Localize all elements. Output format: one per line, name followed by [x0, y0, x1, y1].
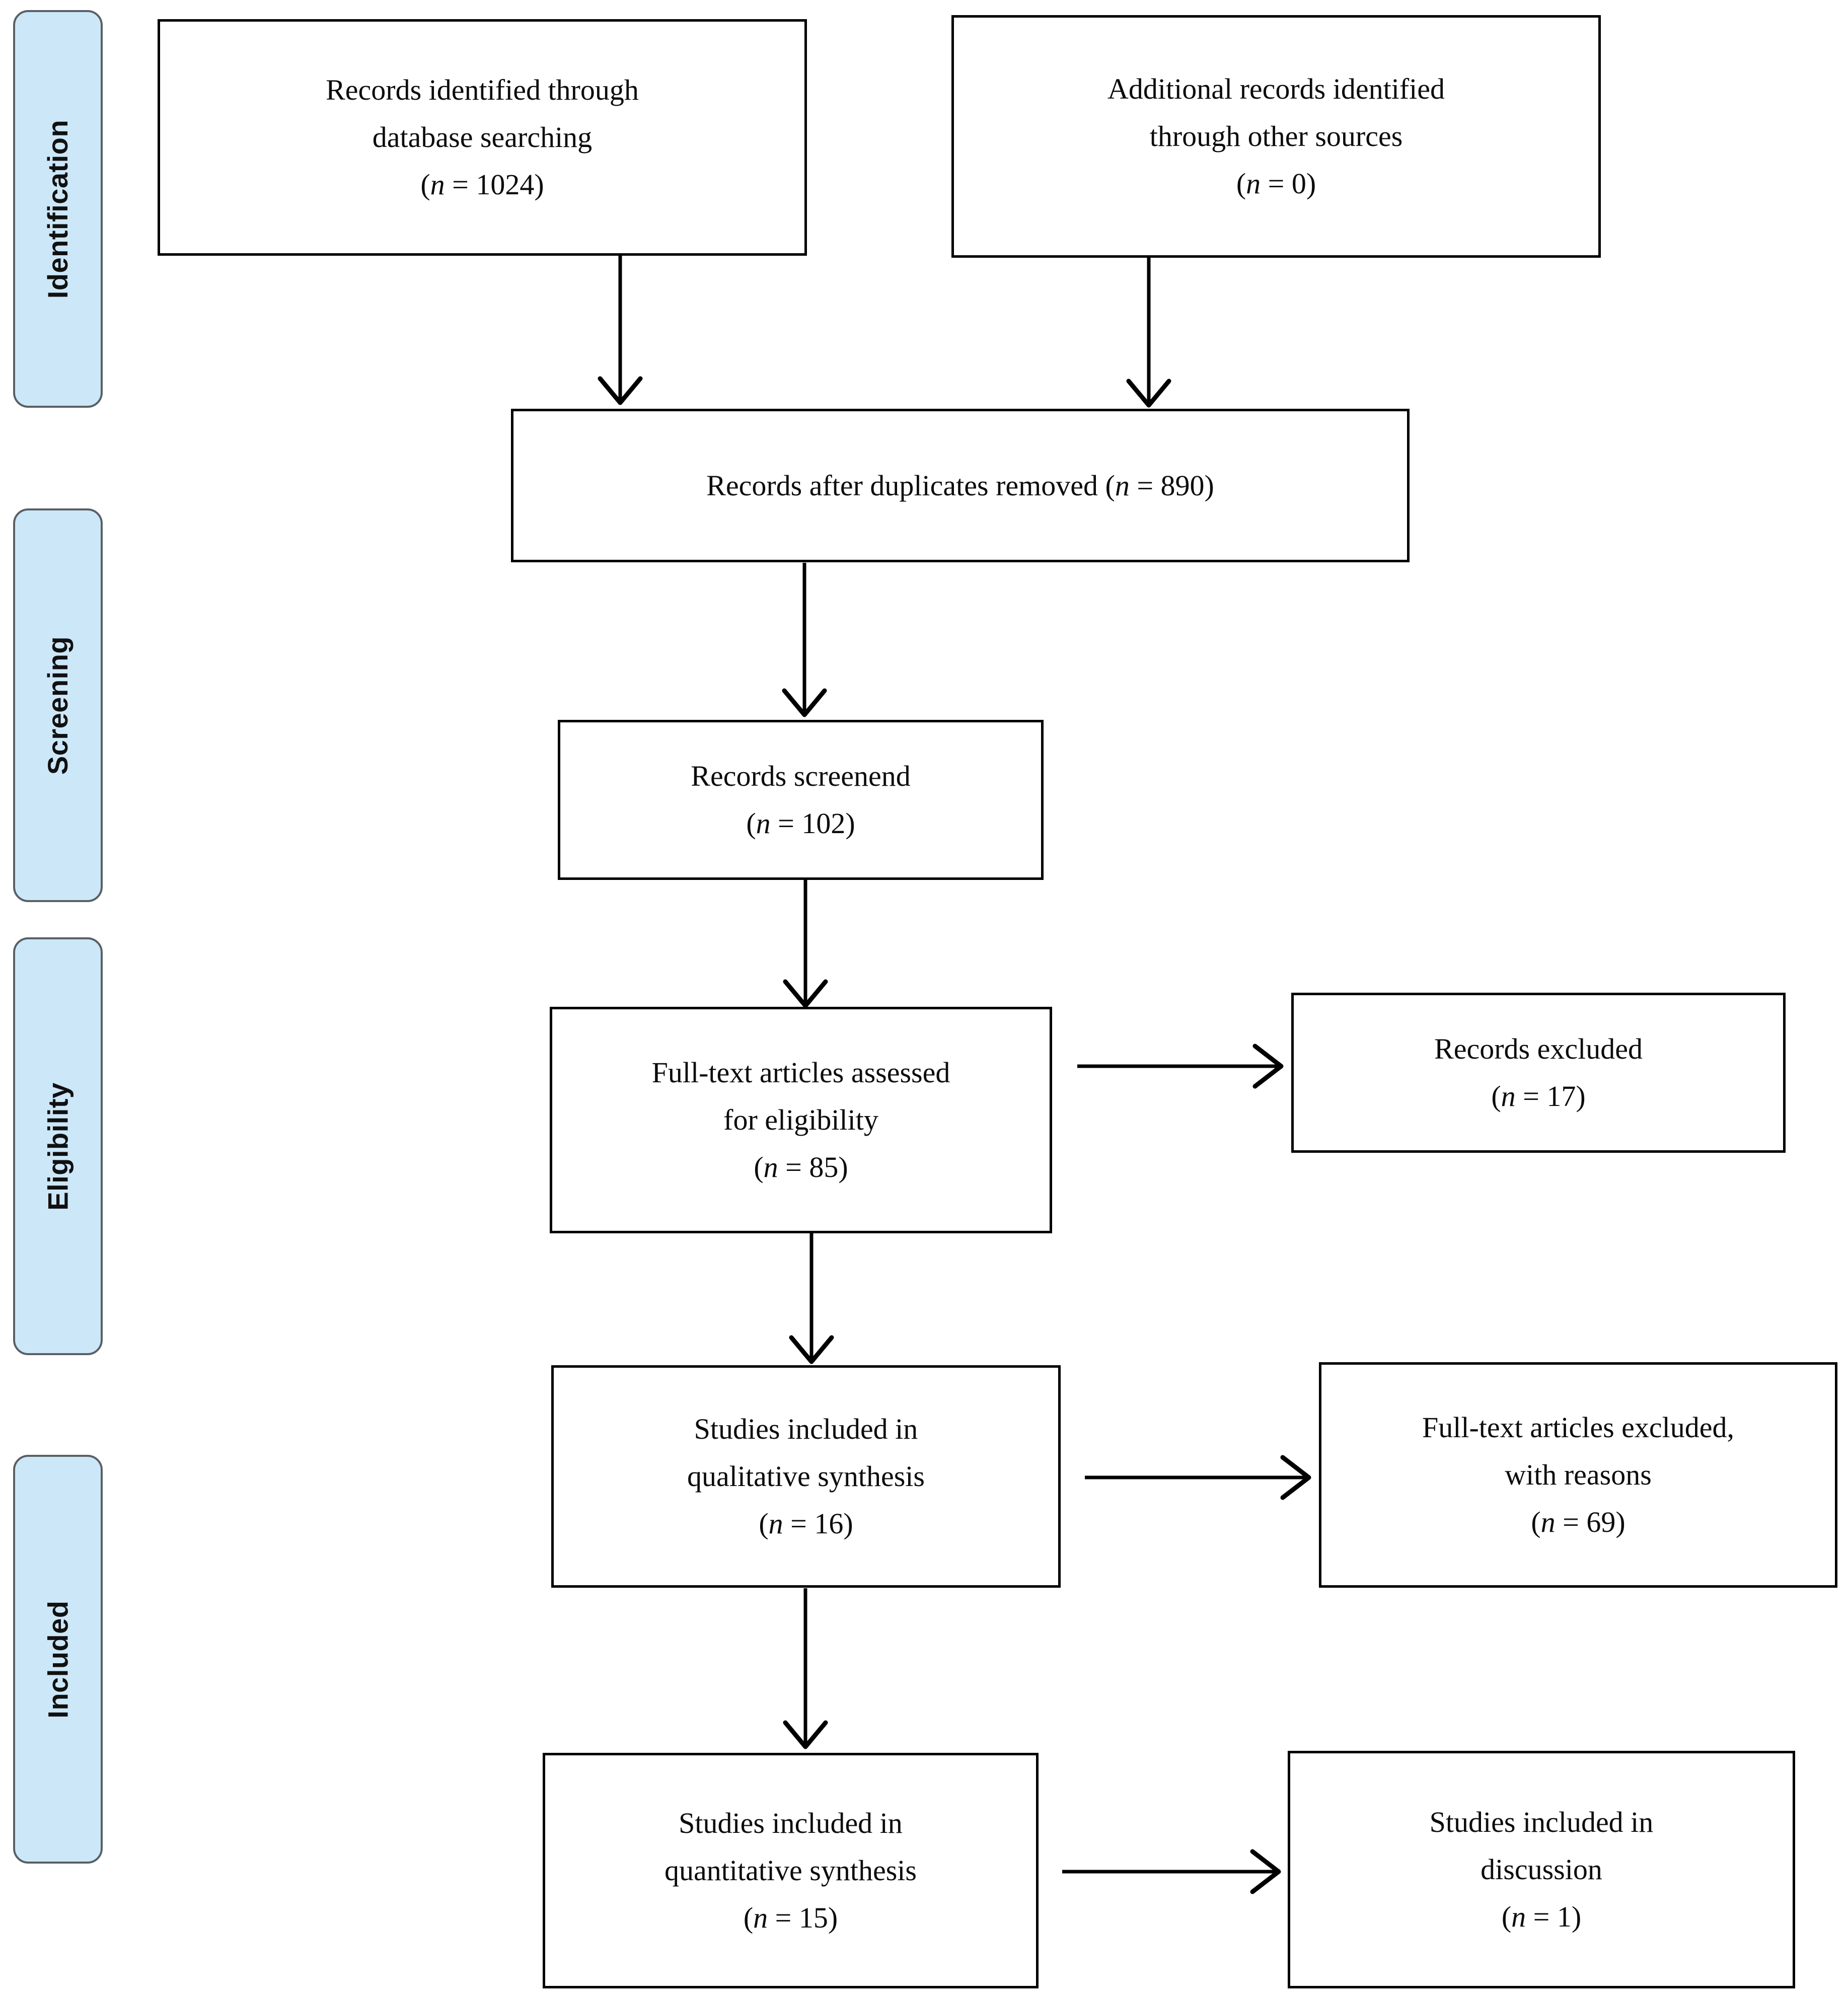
box-records-excluded: Records excluded (n = 17) — [1291, 993, 1786, 1153]
count-n-symbol: n — [1246, 167, 1261, 200]
box-line-1: Records after duplicates removed (n = 89… — [706, 462, 1214, 509]
count-value: = 69) — [1555, 1505, 1625, 1538]
count-value: = 17) — [1515, 1080, 1586, 1113]
arrow-other-sources-to-duplicates — [1126, 258, 1171, 408]
box-line-1: Studies included in — [694, 1413, 918, 1446]
count-value: = 85) — [778, 1150, 848, 1183]
count-value: = 1024) — [445, 168, 544, 201]
box-studies-included-discussion: Studies included in discussion (n = 1) — [1288, 1751, 1795, 1988]
box-line-1: Records excluded — [1434, 1032, 1643, 1066]
box-line-2: quantitative synthesis — [664, 1854, 917, 1887]
box-line-1: Full-text articles excluded, — [1422, 1411, 1735, 1444]
box-line-2: through other sources — [1149, 120, 1403, 153]
phase-label-identification: Identification — [13, 10, 103, 408]
count-value: = 15) — [768, 1901, 838, 1934]
count-open-paren: ( — [1531, 1505, 1541, 1538]
count-n-symbol: n — [763, 1150, 778, 1183]
phase-label-identification-text: Identification — [42, 119, 74, 299]
count-n-symbol: n — [756, 807, 771, 840]
count-value: = 102) — [770, 807, 855, 840]
arrow-fulltext-to-qualitative — [789, 1233, 834, 1364]
count-open-paren: ( — [743, 1901, 754, 1934]
box-line-1: Records screenend — [691, 760, 911, 793]
box-additional-records-other-sources: Additional records identified through ot… — [951, 15, 1601, 258]
box-line-1: Studies included in — [1429, 1806, 1654, 1839]
arrow-quantitative-to-discussion — [1062, 1849, 1281, 1894]
arrow-identified-to-duplicates — [598, 254, 643, 405]
box-records-identified-database: Records identified through database sear… — [158, 19, 807, 256]
box-line-2: discussion — [1481, 1853, 1602, 1886]
count-n-symbol: n — [1501, 1080, 1516, 1113]
box-line-1: Records identified through — [326, 73, 639, 107]
duplicates-text-pre: Records after duplicates removed ( — [706, 469, 1115, 502]
phase-label-included: Included — [13, 1455, 103, 1864]
count-n-symbol: n — [1540, 1505, 1556, 1538]
box-count: (n = 1024) — [420, 161, 544, 208]
box-count: (n = 69) — [1531, 1499, 1625, 1546]
box-fulltext-excluded-with-reasons: Full-text articles excluded, with reason… — [1319, 1362, 1837, 1588]
box-quantitative-synthesis: Studies included in quantitative synthes… — [543, 1753, 1039, 1988]
count-open-paren: ( — [1236, 167, 1246, 200]
phase-label-screening: Screening — [13, 508, 103, 902]
count-open-paren: ( — [1501, 1900, 1512, 1933]
box-count: (n = 17) — [1491, 1073, 1585, 1120]
count-open-paren: ( — [746, 807, 756, 840]
count-n-symbol: n — [1511, 1900, 1526, 1933]
box-line-2: database searching — [372, 121, 593, 154]
box-count: (n = 102) — [746, 800, 855, 847]
box-fulltext-assessed-eligibility: Full-text articles assessed for eligibil… — [550, 1007, 1052, 1233]
box-line-1: Additional records identified — [1107, 72, 1445, 106]
count-value: = 16) — [783, 1507, 853, 1540]
count-n-symbol: n — [753, 1901, 768, 1934]
count-open-paren: ( — [420, 168, 430, 201]
box-line-1: Full-text articles assessed — [651, 1056, 950, 1089]
count-n-symbol: n — [768, 1507, 783, 1540]
box-line-2: for eligibility — [723, 1103, 878, 1137]
box-count: (n = 85) — [754, 1144, 848, 1191]
arrow-duplicates-to-screened — [782, 563, 827, 717]
arrow-screened-to-fulltext — [783, 880, 828, 1008]
box-count: (n = 15) — [744, 1894, 838, 1942]
count-n-symbol: n — [430, 168, 445, 201]
phase-label-included-text: Included — [42, 1600, 74, 1719]
box-count: (n = 1) — [1502, 1893, 1581, 1941]
phase-label-eligibility-text: Eligibility — [42, 1082, 74, 1211]
box-line-2: with reasons — [1505, 1458, 1652, 1492]
count-value: = 1) — [1526, 1900, 1582, 1933]
box-count: (n = 16) — [759, 1500, 853, 1547]
box-qualitative-synthesis: Studies included in qualitative synthesi… — [551, 1365, 1061, 1588]
box-count: (n = 0) — [1236, 160, 1316, 207]
count-value: = 890) — [1129, 469, 1214, 502]
count-value: = 0) — [1261, 167, 1316, 200]
box-records-screened: Records screenend (n = 102) — [558, 720, 1044, 880]
count-n-symbol: n — [1115, 469, 1130, 502]
count-open-paren: ( — [1491, 1080, 1501, 1113]
box-records-after-duplicates-removed: Records after duplicates removed (n = 89… — [511, 409, 1410, 562]
arrow-qualitative-to-quantitative — [783, 1588, 828, 1749]
arrow-fulltext-to-records-excluded — [1077, 1044, 1284, 1089]
box-line-2: qualitative synthesis — [687, 1460, 925, 1493]
count-open-paren: ( — [759, 1507, 769, 1540]
box-line-1: Studies included in — [679, 1807, 903, 1840]
phase-label-screening-text: Screening — [42, 636, 74, 775]
phase-label-eligibility: Eligibility — [13, 937, 103, 1355]
count-open-paren: ( — [754, 1150, 764, 1183]
arrow-qualitative-to-fulltext-excluded — [1085, 1455, 1311, 1500]
